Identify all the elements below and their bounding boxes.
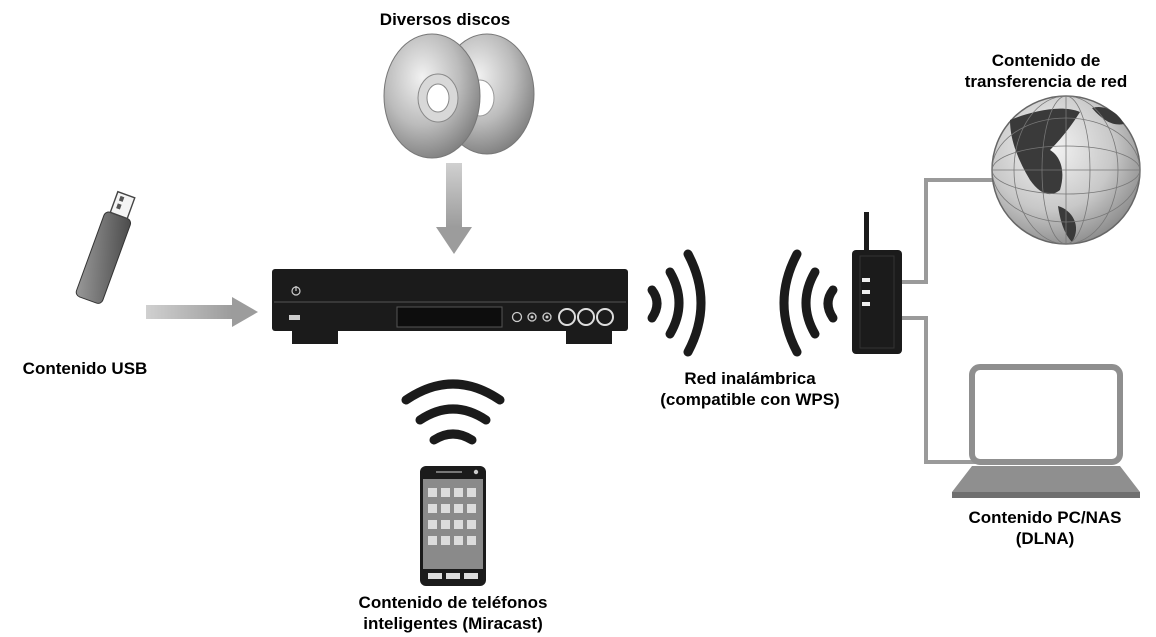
network-content-label: Contenido de transferencia de red [964,51,1128,91]
wireless-network-label: Red inalámbrica (compatible con WPS) [660,369,840,409]
wireless-router-icon [852,212,902,354]
laptop-icon [952,364,1140,498]
usb-arrow [146,297,258,327]
router-wifi-signal-icon [779,249,838,357]
disc-stack-icon [383,33,535,159]
globe-icon [991,95,1141,245]
usb-stick-icon [75,190,136,304]
usb-content-label: Contenido USB [22,359,148,378]
discs-label: Diversos discos [379,10,511,29]
pc-nas-content-label: Contenido PC/NAS (DLNA) [968,508,1122,548]
smartphone-icon [420,466,486,586]
disc-arrow [436,163,472,254]
phone-wifi-signal-icon [401,379,505,445]
wifi-signal-icon [647,249,706,357]
smartphone-content-label: Contenido de teléfonos inteligentes (Mir… [358,593,548,633]
blu-ray-player-icon [272,269,628,344]
